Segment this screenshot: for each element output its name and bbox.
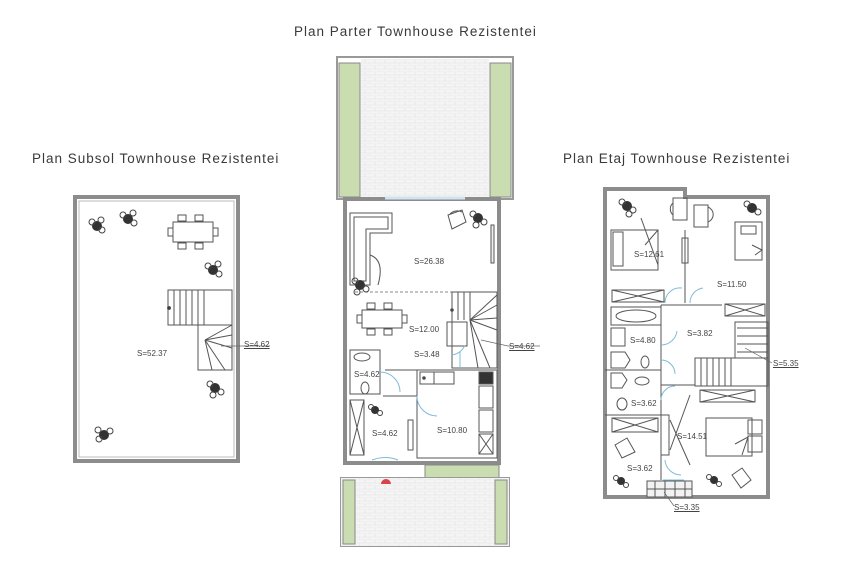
entrance-marker-icon	[381, 479, 391, 484]
toilet-icon	[616, 397, 628, 411]
plant-icon	[469, 210, 488, 229]
room-area-label: S=3.48	[414, 350, 440, 359]
room-area-label: S=4.62	[372, 429, 398, 438]
room-area-label: S=10.80	[437, 426, 468, 435]
front-terrace	[336, 56, 514, 200]
room-area-label: S=11.50	[717, 280, 747, 289]
plant-icon	[206, 380, 225, 399]
plant-icon	[743, 200, 762, 216]
plant-icon	[368, 404, 383, 416]
room-area-label: S=4.62	[244, 340, 270, 349]
sink-icon	[353, 352, 371, 362]
room-area-label: S=4.62	[354, 370, 380, 379]
toilet-icon	[640, 355, 650, 369]
room-area-label: S=3.35	[674, 503, 700, 512]
title-etaj: Plan Etaj Townhouse Rezistentei	[563, 151, 791, 166]
room-area-label: S=5.35	[773, 359, 799, 368]
plant-icon	[618, 198, 637, 218]
plant-icon	[613, 475, 629, 488]
dining-table-icon	[356, 302, 408, 336]
plant-icon	[88, 216, 106, 234]
back-terrace	[340, 464, 510, 547]
staircase-icon	[167, 289, 233, 371]
staircase-icon	[446, 291, 498, 369]
plant-icon	[119, 209, 138, 227]
plant-icon	[94, 426, 114, 443]
room-area-label: S=12.00	[409, 325, 440, 334]
room-area-label: S=52.37	[137, 349, 168, 358]
title-subsol: Plan Subsol Townhouse Rezistentei	[32, 151, 280, 166]
room-area-label: S=4.80	[630, 336, 656, 345]
toilet-icon	[360, 381, 370, 395]
dining-table-icon	[167, 214, 219, 250]
room-area-label: S=4.62	[509, 342, 535, 351]
sofa-icon	[349, 212, 393, 286]
plant-icon	[204, 260, 223, 278]
plant-icon	[351, 277, 370, 296]
title-parter: Plan Parter Townhouse Rezistentei	[294, 24, 537, 39]
plant-icon	[706, 474, 722, 487]
room-area-label: S=12.61	[634, 250, 665, 259]
room-area-label: S=3.62	[627, 464, 653, 473]
room-area-label: S=26.38	[414, 257, 445, 266]
room-area-label: S=3.82	[687, 329, 713, 338]
room-area-label: S=14.51	[677, 432, 708, 441]
armchair-icon	[447, 209, 467, 230]
room-area-label: S=3.62	[631, 399, 657, 408]
